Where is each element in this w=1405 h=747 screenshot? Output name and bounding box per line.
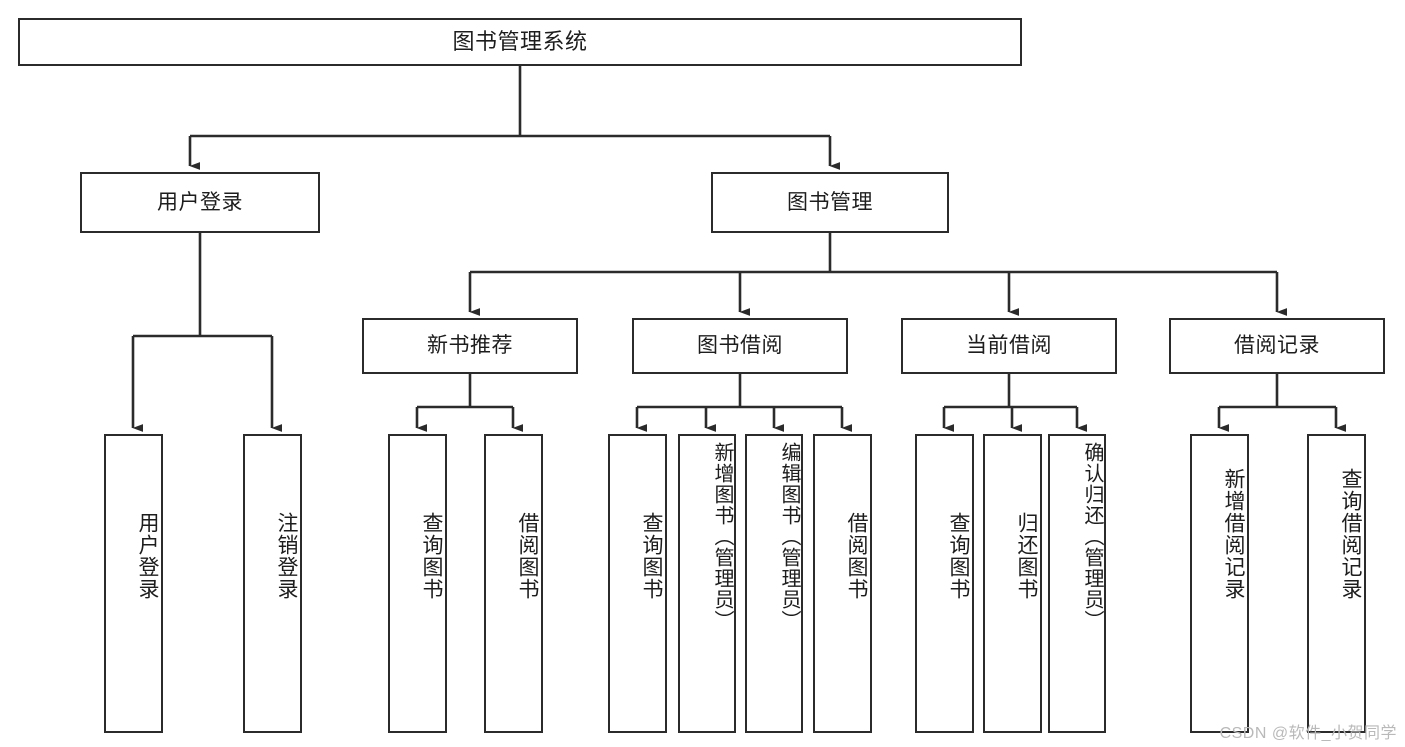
- node-leaf-book-borrow-borrow[interactable]: 借阅图书: [813, 434, 872, 733]
- node-leaf-book-borrow-query-label: 查询图书: [640, 512, 663, 600]
- node-root-system[interactable]: 图书管理系统: [18, 18, 1022, 66]
- node-user-login-label: 用户登录: [157, 190, 243, 214]
- node-leaf-user-login-logout[interactable]: 注销登录: [243, 434, 302, 733]
- node-leaf-book-borrow-borrow-label: 借阅图书: [845, 512, 868, 600]
- node-leaf-current-borrow-confirm-label: 确认归还（管理员）: [1081, 442, 1103, 631]
- node-book-borrow[interactable]: 图书借阅: [632, 318, 848, 374]
- node-borrow-record[interactable]: 借阅记录: [1169, 318, 1385, 374]
- node-leaf-borrow-record-add-label: 新增借阅记录: [1222, 468, 1245, 600]
- node-leaf-user-login-logout-label: 注销登录: [275, 512, 298, 600]
- node-leaf-new-book-query[interactable]: 查询图书: [388, 434, 447, 733]
- node-user-login[interactable]: 用户登录: [80, 172, 320, 233]
- node-current-borrow[interactable]: 当前借阅: [901, 318, 1117, 374]
- node-leaf-book-borrow-edit-label: 编辑图书（管理员）: [778, 442, 800, 631]
- node-leaf-current-borrow-query[interactable]: 查询图书: [915, 434, 974, 733]
- node-leaf-borrow-record-query[interactable]: 查询借阅记录: [1307, 434, 1366, 733]
- node-leaf-new-book-borrow-label: 借阅图书: [516, 512, 539, 600]
- node-new-book-recommend[interactable]: 新书推荐: [362, 318, 578, 374]
- node-leaf-new-book-borrow[interactable]: 借阅图书: [484, 434, 543, 733]
- node-leaf-current-borrow-return[interactable]: 归还图书: [983, 434, 1042, 733]
- node-leaf-book-borrow-query[interactable]: 查询图书: [608, 434, 667, 733]
- node-leaf-current-borrow-confirm[interactable]: 确认归还（管理员）: [1048, 434, 1106, 733]
- node-leaf-book-borrow-add-label: 新增图书（管理员）: [711, 442, 733, 631]
- node-leaf-borrow-record-add[interactable]: 新增借阅记录: [1190, 434, 1249, 733]
- node-book-management-label: 图书管理: [787, 190, 873, 214]
- node-leaf-borrow-record-query-label: 查询借阅记录: [1339, 468, 1362, 600]
- node-root-system-label: 图书管理系统: [452, 28, 588, 54]
- node-borrow-record-label: 借阅记录: [1234, 334, 1320, 358]
- node-leaf-book-borrow-edit[interactable]: 编辑图书（管理员）: [745, 434, 803, 733]
- node-leaf-user-login-login-label: 用户登录: [136, 512, 159, 600]
- watermark-text: CSDN @软件_小贺同学: [1219, 725, 1397, 742]
- node-current-borrow-label: 当前借阅: [966, 334, 1052, 358]
- node-book-management[interactable]: 图书管理: [711, 172, 949, 233]
- node-leaf-book-borrow-add[interactable]: 新增图书（管理员）: [678, 434, 736, 733]
- node-book-borrow-label: 图书借阅: [697, 334, 783, 358]
- node-leaf-user-login-login[interactable]: 用户登录: [104, 434, 163, 733]
- node-new-book-recommend-label: 新书推荐: [427, 334, 513, 358]
- node-leaf-new-book-query-label: 查询图书: [420, 512, 443, 600]
- node-leaf-current-borrow-return-label: 归还图书: [1015, 512, 1038, 600]
- node-leaf-current-borrow-query-label: 查询图书: [947, 512, 970, 600]
